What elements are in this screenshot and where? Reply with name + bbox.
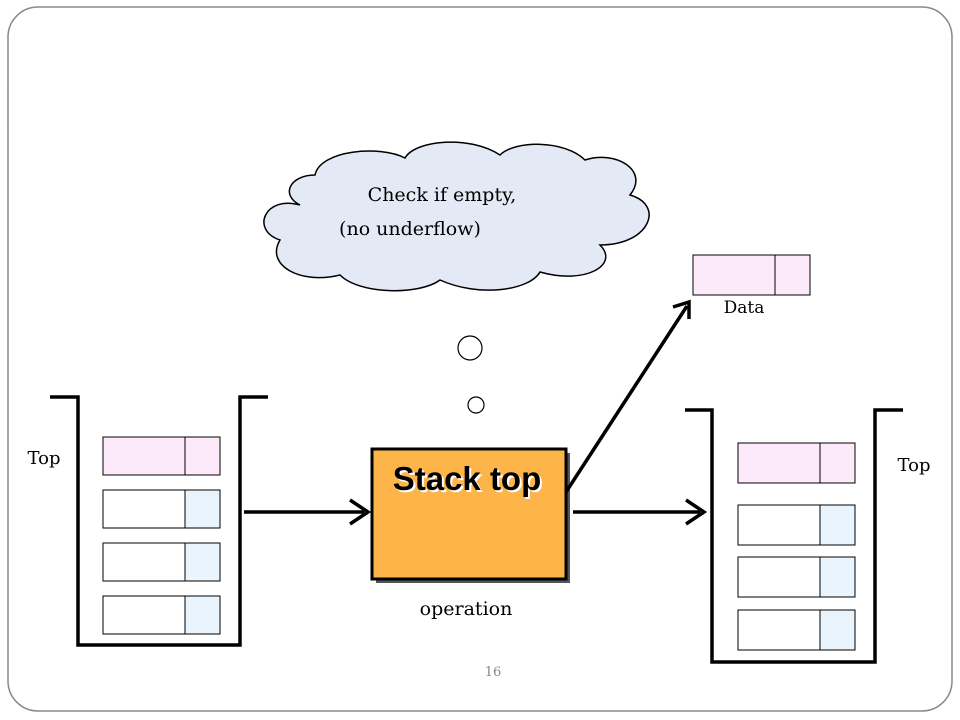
left-stack [50, 395, 268, 647]
left-stack-node-4-value [102, 595, 186, 635]
cloud-shape [263, 141, 650, 292]
right-stack-node-3-link [819, 556, 856, 598]
left-stack-node-3-link [184, 542, 221, 582]
right-stack-node-4-link [819, 609, 856, 651]
thought-bubble-medium [467, 396, 485, 414]
thought-cloud: Check if empty, (no underflow) [263, 141, 650, 292]
left-stack-node-1-link [184, 436, 221, 476]
right-stack-node-2-link [819, 504, 856, 546]
page-number: 16 [485, 665, 502, 680]
arrow-input-head [349, 498, 372, 526]
arrow-data-line [564, 305, 689, 493]
right-stack [685, 408, 903, 664]
data-node-link [774, 254, 811, 296]
left-stack-node-4-link [184, 595, 221, 635]
right-stack-node-1-value [737, 442, 821, 484]
left-stack-node-2-value [102, 489, 186, 529]
popped-data-node [692, 254, 811, 296]
stack-top-operation: Stack top Stack top [370, 447, 570, 583]
left-stack-container [50, 395, 268, 647]
arrow-data-head [672, 299, 691, 319]
right-stack-node-3-value [737, 556, 821, 598]
left-top-label: Top [28, 448, 61, 469]
cloud-text-line1: Check if empty, [368, 184, 517, 206]
right-stack-container [685, 408, 903, 664]
right-stack-node-4-value [737, 609, 821, 651]
operation-title-shadow: Stack top [395, 462, 544, 499]
left-stack-node-1-value [102, 436, 186, 476]
operation-title: Stack top [393, 460, 542, 497]
arrow-output-head [685, 498, 708, 526]
cloud-text-line2: (no underflow) [339, 218, 481, 240]
thought-bubble-large [457, 335, 483, 361]
right-top-label: Top [898, 455, 931, 476]
data-node-value [692, 254, 776, 296]
operation-box [370, 447, 568, 581]
operation-caption: operation [420, 598, 513, 620]
right-stack-node-2-value [737, 504, 821, 546]
left-stack-node-3-value [102, 542, 186, 582]
slide-frame [7, 6, 953, 712]
data-label: Data [724, 298, 765, 318]
left-stack-node-2-link [184, 489, 221, 529]
right-stack-node-1-link [819, 442, 856, 484]
arrows [244, 299, 708, 526]
